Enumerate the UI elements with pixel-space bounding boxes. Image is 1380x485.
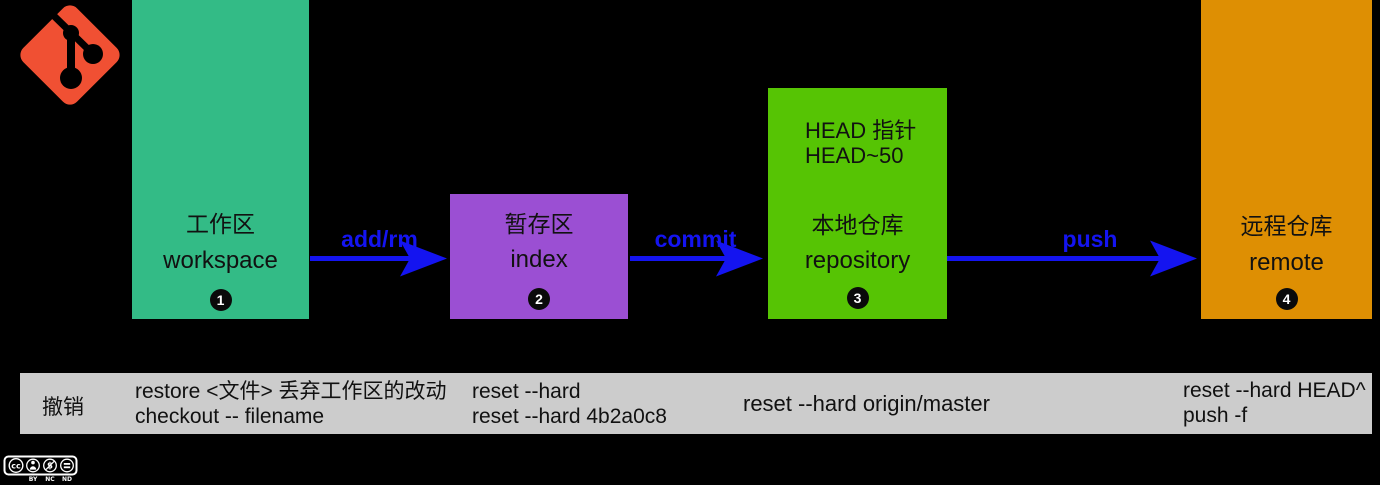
- repository-label-en: repository: [804, 247, 911, 274]
- git-logo: [0, 0, 130, 115]
- repository-head-line2: HEAD~50: [805, 143, 904, 168]
- workspace-label-en: workspace: [163, 247, 278, 274]
- workspace-number: 1: [216, 292, 225, 308]
- svg-text:$: $: [47, 462, 53, 472]
- arrow-commit: [630, 240, 763, 277]
- index-label-en: index: [510, 246, 568, 273]
- node-repository: HEAD 指针 HEAD~50 本地仓库 repository 3: [768, 88, 947, 319]
- remote-number-badge: 4: [1275, 288, 1298, 310]
- undo-remote-line1: reset --hard HEAD^: [1183, 379, 1366, 402]
- remote-label-zh: 远程仓库: [1240, 213, 1333, 239]
- undo-commands-bar: 撤销 restore <文件> 丢弃工作区的改动 checkout -- fil…: [20, 373, 1372, 434]
- undo-repository-line1: reset --hard origin/master: [743, 391, 990, 416]
- undo-repository-commands: reset --hard origin/master: [743, 391, 990, 416]
- cc-nd-label: ND: [62, 476, 72, 483]
- arrow-label-commit: commit: [654, 226, 737, 252]
- undo-remote-commands: reset --hard HEAD^ push -f: [1183, 378, 1366, 428]
- undo-remote-line2: push -f: [1183, 404, 1248, 427]
- cc-by-icon: [26, 458, 40, 473]
- repository-label-zh: 本地仓库: [811, 212, 904, 238]
- repository-number: 3: [853, 290, 862, 306]
- undo-workspace-line1: restore <文件> 丢弃工作区的改动: [135, 380, 447, 403]
- repository-head-line1: HEAD 指针: [805, 118, 917, 143]
- arrow-add-rm: [310, 240, 447, 277]
- undo-index-commands: reset --hard reset --hard 4b2a0c8: [472, 379, 667, 429]
- workspace-label-zh: 工作区: [186, 211, 255, 237]
- undo-workspace-line2: checkout -- filename: [135, 405, 325, 428]
- index-label-zh: 暂存区: [504, 211, 574, 237]
- repository-number-badge: 3: [846, 287, 869, 309]
- arrow-push: [947, 240, 1197, 277]
- undo-index-line1: reset --hard: [472, 380, 581, 403]
- git-branch-icon: [49, 11, 103, 89]
- remote-number: 4: [1282, 291, 1291, 307]
- cc-nc-icon: $: [43, 458, 57, 473]
- repository-head-note: HEAD 指针 HEAD~50: [768, 118, 947, 168]
- svg-text:cc: cc: [11, 461, 21, 470]
- arrow-label-push: push: [1062, 226, 1118, 252]
- remote-label-en: remote: [1249, 249, 1324, 276]
- cc-license-badge: cc $ BY NC ND: [3, 455, 78, 483]
- index-number: 2: [535, 291, 543, 307]
- node-workspace: 工作区 workspace 1: [132, 0, 309, 319]
- arrow-label-add-rm: add/rm: [341, 226, 418, 252]
- node-remote: 远程仓库 remote 4: [1201, 0, 1372, 319]
- cc-icon: cc: [8, 457, 24, 474]
- undo-title: 撤销: [42, 396, 84, 419]
- index-number-badge: 2: [528, 288, 550, 310]
- undo-workspace-commands: restore <文件> 丢弃工作区的改动 checkout -- filena…: [135, 379, 447, 429]
- node-index: 暂存区 index 2: [450, 194, 628, 319]
- cc-nd-icon: [60, 458, 74, 473]
- undo-index-line2: reset --hard 4b2a0c8: [472, 405, 667, 428]
- workspace-number-badge: 1: [209, 289, 232, 311]
- cc-by-label: BY: [29, 476, 38, 483]
- cc-nc-label: NC: [45, 476, 55, 483]
